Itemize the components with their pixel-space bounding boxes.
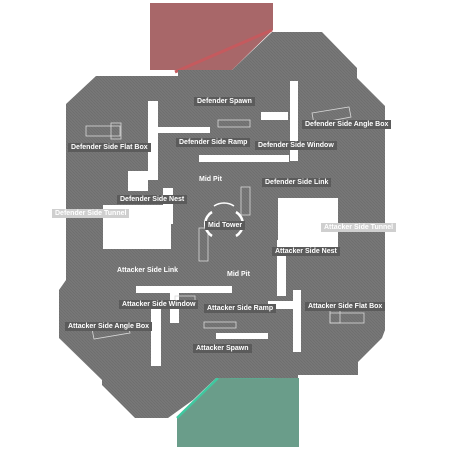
label-mid-pit-bottom: Mid Pit [227, 271, 250, 278]
label-mid-tower: Mid Tower [205, 221, 246, 230]
label-defender-side-flat-box: Defender Side Flat Box [68, 143, 151, 152]
label-mid-pit-top: Mid Pit [199, 176, 222, 183]
label-defender-side-ramp: Defender Side Ramp [176, 138, 251, 147]
label-attacker-side-flat-box: Attacker Side Flat Box [305, 302, 386, 311]
label-attacker-side-link: Attacker Side Link [117, 267, 179, 274]
label-defender-side-link: Defender Side Link [262, 178, 332, 187]
label-attacker-side-window: Attacker Side Window [119, 300, 199, 309]
defender-spawn-zone [150, 3, 273, 70]
label-defender-side-window: Defender Side Window [255, 141, 337, 150]
label-defender-spawn: Defender Spawn [194, 97, 255, 106]
label-attacker-spawn: Attacker Spawn [193, 344, 252, 353]
label-attacker-side-ramp: Attacker Side Ramp [204, 304, 277, 313]
defender-spawn-edge [174, 28, 273, 74]
label-attacker-side-nest: Attacker Side Nest [272, 247, 340, 256]
attacker-spawn-edge [176, 377, 219, 419]
label-attacker-side-tunnel: Attacker Side Tunnel [321, 223, 397, 232]
label-attacker-side-angle-box: Attacker Side Angle Box [65, 322, 153, 331]
label-defender-side-nest: Defender Side Nest [117, 195, 188, 204]
attacker-spawn-zone [177, 378, 299, 447]
map-walls [103, 81, 338, 366]
label-defender-side-tunnel: Defender Side Tunnel [52, 209, 130, 218]
cover-objects [85, 106, 365, 340]
label-defender-side-angle-box: Defender Side Angle Box [302, 120, 392, 129]
